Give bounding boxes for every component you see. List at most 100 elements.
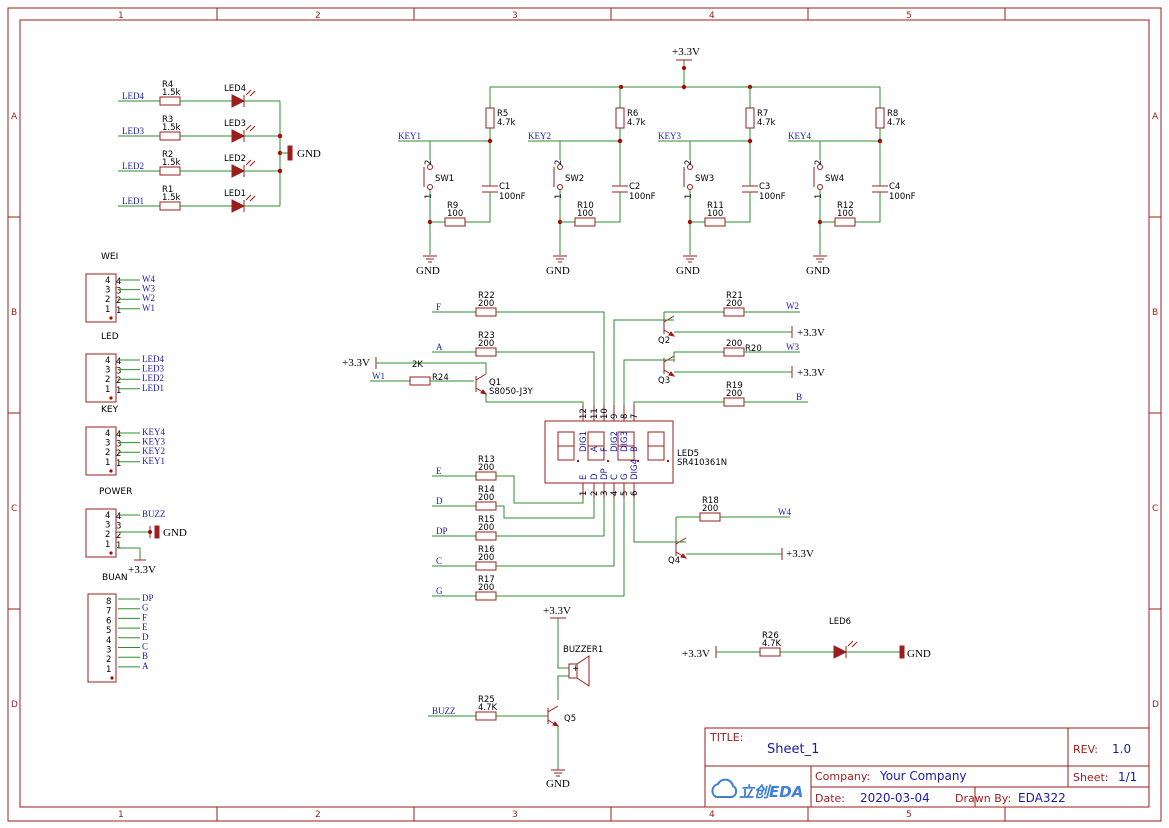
pullup-resistor-ref: R7 — [757, 109, 768, 119]
display-bottom-pin-name: D — [590, 473, 600, 480]
q3-vcc-label: +3.3V — [797, 367, 825, 379]
seg-resistor-value: 200 — [478, 553, 494, 563]
pled-ref: LED6 — [829, 617, 851, 627]
series-resistor-body — [444, 217, 466, 227]
drv-wire — [485, 394, 584, 405]
drv-resistor-body — [723, 397, 745, 407]
q5-arrow — [552, 721, 560, 727]
cap-ref: C2 — [629, 182, 640, 192]
junction-dot — [617, 138, 623, 144]
drv-wire — [613, 319, 674, 405]
display-part: SR410361N — [677, 458, 727, 468]
drv-wire — [633, 498, 686, 543]
buan-pin-num: 2 — [106, 655, 111, 665]
cap-value: 100nF — [629, 192, 656, 202]
buzzer-horn — [576, 655, 590, 687]
sheet-label: Sheet: — [1073, 771, 1109, 784]
header-pin-num: 2 — [105, 448, 110, 458]
power-header-wires: GND +3.3V — [118, 525, 187, 576]
led-diode — [231, 94, 246, 108]
company-label: Company: — [815, 770, 870, 783]
power-gnd-label: GND — [163, 527, 187, 539]
seg-resistor-ref: R17 — [478, 575, 495, 585]
junction-dot — [877, 138, 883, 144]
buan-pin-num: 5 — [106, 626, 111, 636]
pled-light-ray2 — [851, 641, 858, 648]
pled-gnd-symbol — [899, 645, 905, 659]
q1-arrow — [480, 389, 488, 395]
series-resistor-value: 100 — [447, 209, 463, 219]
digit-outline — [557, 431, 575, 461]
q1-net: W1 — [372, 371, 385, 381]
switch-pin2: 2 — [424, 160, 434, 165]
zone-col-top: 3 — [512, 11, 518, 21]
header-net: LED4 — [142, 354, 164, 364]
drv-resistor-ref: R19 — [726, 381, 743, 391]
header-pin1-marker — [109, 469, 113, 473]
q1-res-ref: 2K — [412, 360, 423, 370]
header-net: LED3 — [142, 364, 164, 374]
buzzer-gnd-label: GND — [546, 778, 570, 790]
key-circuits: KEY1R54.7kSW121R9100C1100nFGNDKEY2R64.7k… — [398, 87, 916, 277]
seg-resistor-ref: R14 — [478, 485, 495, 495]
header-net: KEY3 — [142, 437, 165, 447]
pullup-resistor-body — [485, 107, 495, 129]
led-net-label: LED4 — [122, 91, 144, 101]
q2-ref: Q2 — [658, 336, 670, 346]
led-resistor-value: 1.5k — [162, 88, 181, 98]
display-top-pin-name: A — [590, 446, 600, 452]
zone-row-right: B — [1152, 308, 1158, 318]
switch-contact — [557, 164, 563, 170]
pullup-resistor-value: 4.7k — [497, 118, 516, 128]
header-pin1-marker — [109, 396, 113, 400]
drv-resistor-body — [699, 512, 721, 522]
drawn-label: Drawn By: — [955, 792, 1011, 805]
key-gnd-label: GND — [546, 265, 570, 277]
q1-res-body — [409, 376, 431, 386]
header-net: W4 — [142, 274, 155, 284]
drv-resistor-value: 200 — [702, 504, 718, 514]
led-light-ray1 — [245, 194, 252, 201]
header-net: BUZZ — [142, 509, 166, 519]
key-gnd-label: GND — [676, 265, 700, 277]
key-gnd-label: GND — [416, 265, 440, 277]
zone-row-right: D — [1152, 700, 1159, 710]
display-top-pin-num: 11 — [590, 408, 600, 419]
switch-contact — [817, 184, 823, 190]
seg-resistor-body — [475, 591, 497, 601]
seg-resistor-ref: R23 — [478, 331, 495, 341]
seg-wire — [496, 498, 625, 597]
buzzer-wire — [557, 675, 569, 700]
digit-dp — [666, 459, 670, 463]
seg-resistor-ref: R13 — [478, 455, 495, 465]
header-pin-num-out: 3 — [116, 367, 121, 377]
display-bottom-pin-name: E — [579, 475, 589, 480]
header-net: W3 — [142, 284, 155, 294]
led-resistor-value: 1.5k — [162, 158, 181, 168]
series-resistor-body — [574, 217, 596, 227]
seg-net: F — [436, 302, 441, 312]
pullup-resistor-body — [615, 107, 625, 129]
buan-pin-num: 4 — [106, 636, 111, 646]
seg-resistor-ref: R15 — [478, 515, 495, 525]
buan-pin-num: 6 — [106, 616, 111, 626]
drv-net: B — [796, 392, 802, 402]
display-top-pin-name: DIG3 — [620, 431, 630, 452]
led-resistor-body — [159, 96, 181, 106]
series-resistor-body — [704, 217, 726, 227]
led-resistor-ref: R1 — [162, 185, 173, 195]
zone-col-bottom: 1 — [118, 810, 124, 820]
switch-ref: SW4 — [825, 174, 844, 184]
seg-resistor-body — [475, 501, 497, 511]
header-body — [85, 273, 117, 323]
display-top-pin-num: 8 — [620, 414, 630, 419]
display-bottom-pin-name: C — [610, 474, 620, 480]
header-pin-num: 2 — [105, 375, 110, 385]
title-block: TITLE: Sheet_1 REV: 1.0 Company: Your Co… — [704, 727, 1150, 808]
drv-resistor-value: 200 — [726, 389, 742, 399]
zone-col-top: 2 — [315, 11, 321, 21]
date-value: 2020-03-04 — [860, 791, 930, 805]
led-light-ray2 — [249, 160, 256, 167]
